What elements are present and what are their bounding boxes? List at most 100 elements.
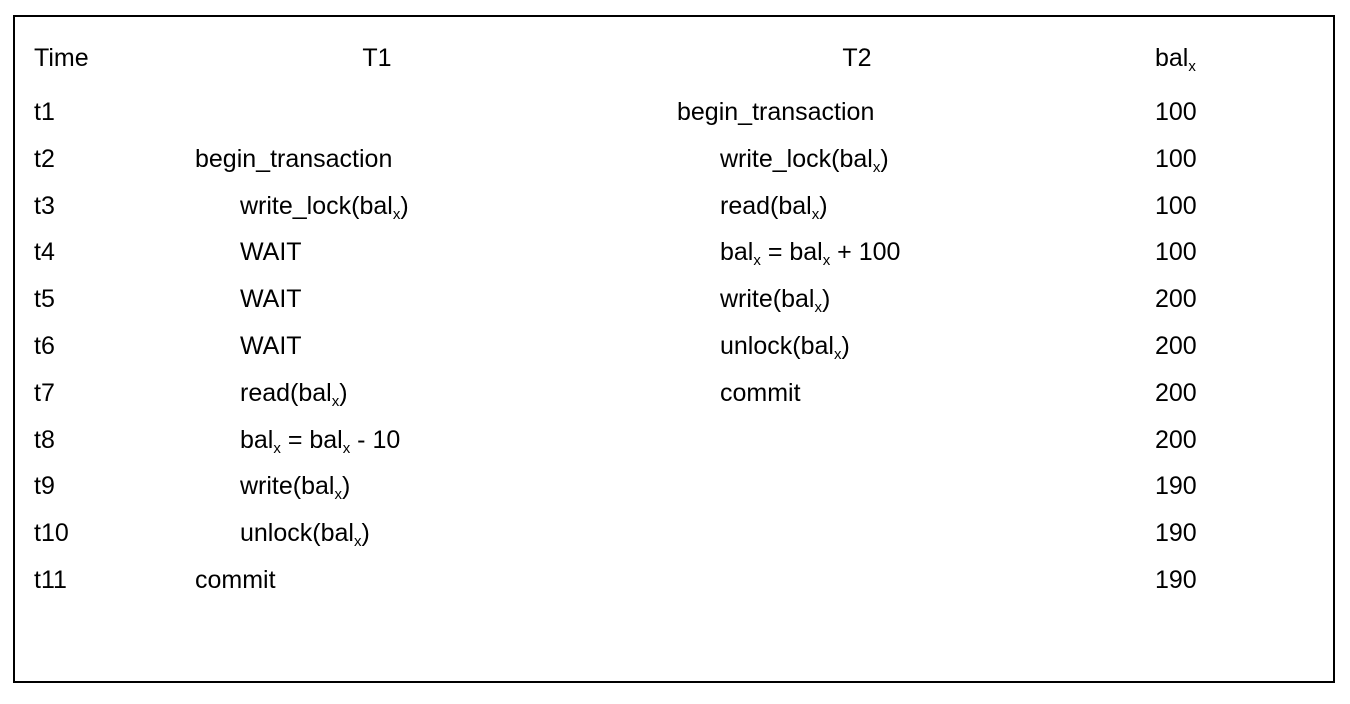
text-fragment: write_lock(bal bbox=[720, 145, 873, 173]
cell-t1: WAIT bbox=[240, 284, 302, 314]
cell-bal: 200 bbox=[1155, 331, 1197, 361]
cell-time: t3 bbox=[34, 191, 55, 221]
cell-t1: read(balx) bbox=[240, 378, 348, 410]
text-fragment: t10 bbox=[34, 519, 69, 547]
cell-t2: write_lock(balx) bbox=[720, 144, 889, 176]
cell-time: t2 bbox=[34, 144, 55, 174]
text-fragment: t4 bbox=[34, 238, 55, 266]
cell-t1: commit bbox=[195, 565, 276, 595]
text-fragment: begin_transaction bbox=[677, 98, 875, 126]
cell-bal: 190 bbox=[1155, 565, 1197, 595]
header-bal-text: bal bbox=[1155, 44, 1189, 72]
text-fragment: 100 bbox=[1155, 192, 1197, 220]
text-fragment: 190 bbox=[1155, 519, 1197, 547]
text-fragment: begin_transaction bbox=[195, 145, 393, 173]
cell-bal: 100 bbox=[1155, 97, 1197, 127]
subscript: x bbox=[353, 533, 362, 550]
text-fragment: WAIT bbox=[240, 332, 302, 360]
text-fragment: write_lock(bal bbox=[240, 192, 393, 220]
text-fragment: bal bbox=[240, 426, 274, 454]
text-fragment: ) bbox=[819, 192, 828, 220]
cell-bal: 100 bbox=[1155, 237, 1197, 267]
text-fragment: 200 bbox=[1155, 332, 1197, 360]
text-fragment: = bal bbox=[280, 426, 343, 454]
subscript: x bbox=[392, 206, 401, 223]
text-fragment: t5 bbox=[34, 285, 55, 313]
text-fragment: unlock(bal bbox=[720, 332, 834, 360]
text-fragment: WAIT bbox=[240, 285, 302, 313]
text-fragment: t7 bbox=[34, 379, 55, 407]
text-fragment: ) bbox=[400, 192, 409, 220]
cell-t2: write(balx) bbox=[720, 284, 831, 316]
text-fragment: ) bbox=[339, 379, 348, 407]
header-bal-subscript: x bbox=[1188, 58, 1196, 75]
text-fragment: ) bbox=[841, 332, 850, 360]
text-fragment: t2 bbox=[34, 145, 55, 173]
cell-time: t1 bbox=[34, 97, 55, 127]
header-t1: T1 bbox=[362, 44, 392, 72]
text-fragment: 100 bbox=[1155, 145, 1197, 173]
header-time: Time bbox=[34, 44, 89, 72]
text-fragment: ) bbox=[821, 285, 831, 313]
cell-t2: begin_transaction bbox=[677, 97, 874, 127]
cell-bal: 100 bbox=[1155, 191, 1197, 221]
cell-time: t6 bbox=[34, 331, 55, 361]
cell-time: t5 bbox=[34, 284, 55, 314]
subscript: x bbox=[273, 440, 281, 457]
cell-bal: 200 bbox=[1155, 284, 1197, 314]
text-fragment: t8 bbox=[34, 426, 55, 454]
cell-bal: 190 bbox=[1155, 518, 1197, 548]
text-fragment: ) bbox=[880, 145, 889, 173]
cell-t1: WAIT bbox=[240, 237, 302, 267]
subscript: x bbox=[331, 393, 340, 410]
cell-t1: begin_transaction bbox=[195, 144, 392, 174]
subscript: x bbox=[833, 346, 842, 363]
text-fragment: 100 bbox=[1155, 238, 1197, 266]
text-fragment: ) bbox=[361, 519, 370, 547]
subscript: x bbox=[334, 486, 342, 503]
subscript: x bbox=[822, 252, 831, 269]
text-fragment: ) bbox=[341, 472, 351, 500]
text-fragment: 200 bbox=[1155, 426, 1197, 454]
cell-t1: balx = balx - 10 bbox=[240, 425, 401, 457]
text-fragment: t3 bbox=[34, 192, 55, 220]
text-fragment: 200 bbox=[1155, 379, 1197, 407]
text-fragment: 100 bbox=[1155, 98, 1197, 126]
cell-bal: 100 bbox=[1155, 144, 1197, 174]
text-fragment: t1 bbox=[34, 98, 55, 126]
cell-time: t8 bbox=[34, 425, 55, 455]
cell-bal: 200 bbox=[1155, 425, 1197, 455]
text-fragment: 190 bbox=[1155, 472, 1197, 500]
cell-t1: unlock(balx) bbox=[240, 518, 370, 550]
subscript: x bbox=[811, 206, 820, 223]
cell-t1: write(balx) bbox=[240, 471, 351, 503]
cell-t2: commit bbox=[720, 378, 801, 408]
text-fragment: t6 bbox=[34, 332, 55, 360]
cell-bal: 190 bbox=[1155, 471, 1197, 501]
text-fragment: = bal bbox=[760, 238, 823, 266]
subscript: x bbox=[753, 252, 761, 269]
text-fragment: WAIT bbox=[240, 238, 302, 266]
text-fragment: + 100 bbox=[830, 238, 901, 266]
subscript: x bbox=[342, 440, 351, 457]
cell-time: t10 bbox=[34, 518, 69, 548]
cell-t2: read(balx) bbox=[720, 191, 828, 223]
text-fragment: write(bal bbox=[720, 285, 815, 313]
text-fragment: 190 bbox=[1155, 566, 1197, 594]
cell-time: t11 bbox=[34, 565, 67, 595]
header-bal: balx bbox=[1155, 43, 1196, 75]
cell-t2: unlock(balx) bbox=[720, 331, 850, 363]
cell-bal: 200 bbox=[1155, 378, 1197, 408]
cell-time: t4 bbox=[34, 237, 55, 267]
cell-t2: balx = balx + 100 bbox=[720, 237, 901, 269]
text-fragment: commit bbox=[195, 566, 276, 594]
text-fragment: t11 bbox=[34, 566, 67, 594]
text-fragment: read(bal bbox=[240, 379, 332, 407]
text-fragment: - 10 bbox=[350, 426, 401, 454]
text-fragment: read(bal bbox=[720, 192, 812, 220]
subscript: x bbox=[814, 299, 822, 316]
cell-t1: write_lock(balx) bbox=[240, 191, 409, 223]
text-fragment: t9 bbox=[34, 472, 55, 500]
subscript: x bbox=[872, 159, 881, 176]
